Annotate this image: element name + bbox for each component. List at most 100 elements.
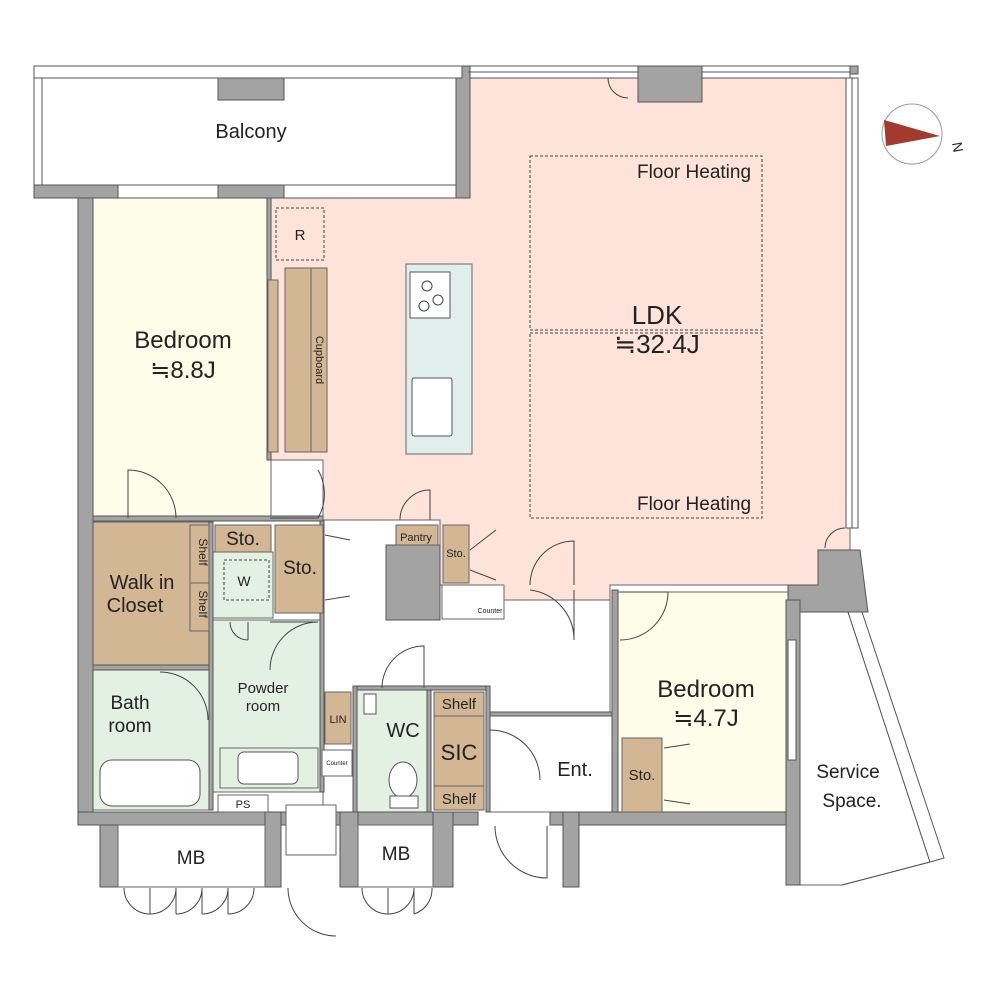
door-bedroom1-east — [270, 469, 325, 519]
shelf-wic-bottom-unit — [189, 582, 210, 632]
washer-area — [212, 551, 274, 619]
label-floor-heating-top: Floor Heating — [637, 162, 751, 183]
label-wic-line1: Walk in — [110, 572, 175, 594]
label-mb-right: MB — [382, 844, 411, 865]
label-shelf-wic-bottom: Shelf — [196, 590, 210, 618]
wall-balcony-east — [455, 65, 471, 199]
label-bath-line2: room — [108, 716, 151, 737]
door-storage-center — [324, 534, 351, 601]
wash-basin-icon — [237, 751, 299, 785]
cupboard-unit — [284, 267, 328, 453]
shelf-sic-top-unit — [433, 691, 485, 717]
label-ldk-size: ≒32.4J — [614, 329, 699, 359]
wall-wc-west — [352, 685, 358, 813]
linen-unit — [324, 691, 352, 745]
toilet-icon — [388, 761, 418, 799]
door-mb-right — [361, 887, 433, 915]
label-bedroom2-name: Bedroom — [657, 676, 754, 703]
balcony-railing — [33, 65, 463, 79]
label-refrigerator: R — [295, 227, 306, 244]
label-floor-heating-bottom: Floor Heating — [637, 494, 751, 515]
door-mb-left — [123, 887, 255, 915]
door-shaft — [287, 887, 337, 937]
door-washer — [229, 621, 249, 641]
cooktop — [409, 271, 451, 319]
label-powder-line1: Powder — [238, 680, 289, 697]
door-entrance — [494, 825, 548, 879]
wall-bedroom1-south — [92, 515, 324, 522]
door-ldk-south — [529, 540, 575, 586]
label-balcony: Balcony — [215, 121, 286, 143]
label-washer: W — [237, 573, 251, 589]
entrance-area — [489, 715, 613, 813]
mb-left-closet — [117, 824, 266, 888]
window-service — [847, 611, 945, 863]
wall-bedroom2-west — [611, 589, 619, 813]
pantry-unit — [395, 524, 439, 546]
window-bedroom2-east — [787, 639, 797, 761]
storage-pantry-unit — [442, 524, 470, 584]
label-bedroom1-name: Bedroom — [134, 327, 231, 354]
label-shelf-sic-bottom: Shelf — [442, 791, 477, 808]
wall-mb2-west — [339, 811, 359, 888]
column-kitchen — [385, 544, 441, 621]
wall-mb2-east — [432, 811, 454, 888]
wall-wc-east — [426, 689, 432, 813]
column-ldk-north — [637, 65, 703, 103]
kitchen-sink-icon — [411, 377, 453, 437]
bedroom-closet-strip — [267, 279, 279, 453]
label-pipe-space: PS — [236, 799, 251, 811]
wall-south-right — [549, 811, 801, 826]
label-counter-powder: Counter — [326, 761, 347, 767]
wall-mb1-east — [264, 811, 282, 888]
balcony-railing-west — [33, 77, 43, 186]
label-powder-line2: room — [246, 698, 280, 715]
wall-sic-east — [485, 685, 491, 813]
label-storage-small: Sto. — [226, 529, 260, 550]
label-mb-left: MB — [177, 848, 206, 869]
north-arrow-icon — [884, 120, 940, 146]
window-bedroom1-1 — [117, 184, 219, 199]
door-bath — [159, 671, 209, 721]
mb-right-closet — [357, 824, 434, 888]
label-cupboard: Cupboard — [313, 336, 325, 384]
door-storage-bedroom2 — [663, 743, 691, 805]
pipe-space-unit — [217, 794, 269, 813]
door-pantry — [399, 489, 431, 521]
wc-sink-icon — [363, 693, 377, 715]
door-ldk-window — [607, 77, 629, 99]
wall-wic-south — [92, 664, 210, 671]
door-sic — [489, 729, 541, 781]
label-service-line2: Space. — [822, 791, 881, 812]
floor-heating-zone-bottom — [529, 332, 763, 519]
fixtures — [99, 155, 763, 888]
shelf-sic-bottom-unit — [433, 785, 485, 811]
door-ldk-hall — [529, 589, 575, 641]
shaft-box — [285, 804, 337, 856]
compass: N — [881, 103, 967, 165]
label-entrance: Ent. — [557, 759, 593, 781]
label-wc: WC — [386, 720, 419, 742]
door-powder — [269, 621, 319, 671]
counter-entrance-unit — [441, 584, 505, 620]
label-ldk-name: LDK — [632, 300, 683, 330]
wall-entrance-south — [562, 811, 580, 888]
burner-icon — [421, 280, 433, 292]
label-bedroom2-size: ≒4.7J — [673, 705, 739, 732]
door-bedroom1 — [127, 469, 177, 519]
label-storage-center: Sto. — [283, 558, 317, 579]
burner-icon — [432, 294, 444, 306]
window-bedroom-ldk — [283, 184, 457, 199]
door-bedroom2 — [619, 591, 669, 641]
wall-west — [77, 184, 94, 826]
counter-powder-unit — [321, 749, 353, 777]
label-pantry: Pantry — [400, 532, 432, 544]
label-shelf-wic-top: Shelf — [196, 538, 210, 566]
label-linen: LIN — [329, 714, 346, 726]
room-labels: Balcony Bedroom ≒8.8J Floor Heating LDK … — [107, 121, 882, 869]
washer-space — [223, 559, 270, 601]
doors — [123, 77, 846, 937]
label-storage-pantry: Sto. — [446, 548, 466, 560]
wall-mb1-west — [99, 824, 119, 888]
